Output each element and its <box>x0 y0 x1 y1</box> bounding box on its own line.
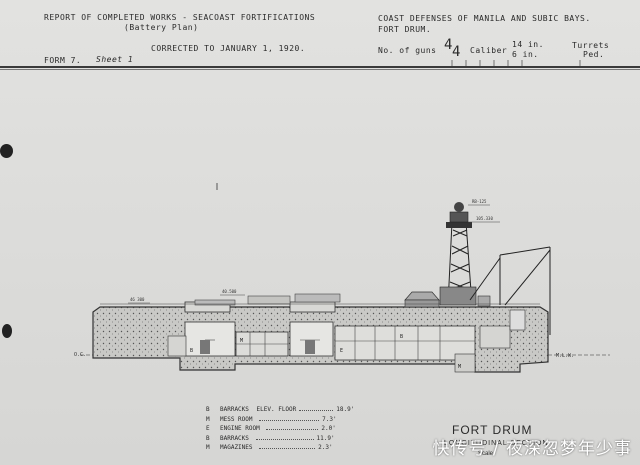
caption-scale: Scale <box>478 451 494 457</box>
room <box>167 335 187 357</box>
corrected-date: CORRECTED TO JANUARY 1, 1920. <box>151 44 306 53</box>
elev-label: RB-125 <box>472 199 487 204</box>
room-marker: E <box>340 348 343 354</box>
fire-control-top <box>454 202 464 212</box>
coast-defenses-title: COAST DEFENSES OF MANILA AND SUBIC BAYS. <box>378 14 591 23</box>
room <box>479 325 511 349</box>
elev-label: 105.330 <box>476 216 493 221</box>
elev-label: 40.500 <box>222 289 237 294</box>
turret-top <box>289 301 336 313</box>
room-marker: B <box>190 348 193 354</box>
form-number: FORM 7. <box>44 56 82 65</box>
ground-label-right: M.L.W. <box>556 353 574 359</box>
caliber-label: Caliber <box>470 46 508 55</box>
room <box>454 353 476 373</box>
room-marker: M <box>240 338 243 344</box>
sheet-number: Sheet 1 <box>96 55 134 64</box>
ink-blot <box>0 144 13 158</box>
guns-count-2: 4 <box>452 44 461 60</box>
caption-title: FORT DRUM <box>452 423 533 437</box>
header-rule <box>0 66 640 68</box>
elev-label: 46 300 <box>130 297 145 302</box>
header-rule-thin <box>0 69 640 70</box>
room <box>334 325 476 361</box>
room-marker: B <box>400 334 403 340</box>
caliber-2: 6 in. <box>512 50 539 59</box>
report-title: REPORT OF COMPLETED WORKS - SEACOAST FOR… <box>44 13 316 22</box>
ink-blot <box>2 324 12 338</box>
guns-count: 4 <box>444 37 453 53</box>
watermark-text: 快传号 / 夜深忽梦年少事 <box>432 439 632 459</box>
room-marker: M <box>458 364 461 370</box>
battery-plan-label: (Battery Plan) <box>124 23 199 32</box>
caption-subtitle: LONGITUDINAL SECTION <box>444 440 549 447</box>
crane <box>469 246 551 335</box>
caliber-1: 14 in. <box>512 40 544 49</box>
room <box>509 309 526 331</box>
ground-label-left: O.C. <box>74 352 86 358</box>
turrets-label: Turrets <box>572 41 610 50</box>
fort-name: FORT DRUM. <box>378 25 432 34</box>
guns-label: No. of guns <box>378 46 437 55</box>
mast-top <box>446 222 472 228</box>
ped-label: Ped. <box>583 50 605 59</box>
